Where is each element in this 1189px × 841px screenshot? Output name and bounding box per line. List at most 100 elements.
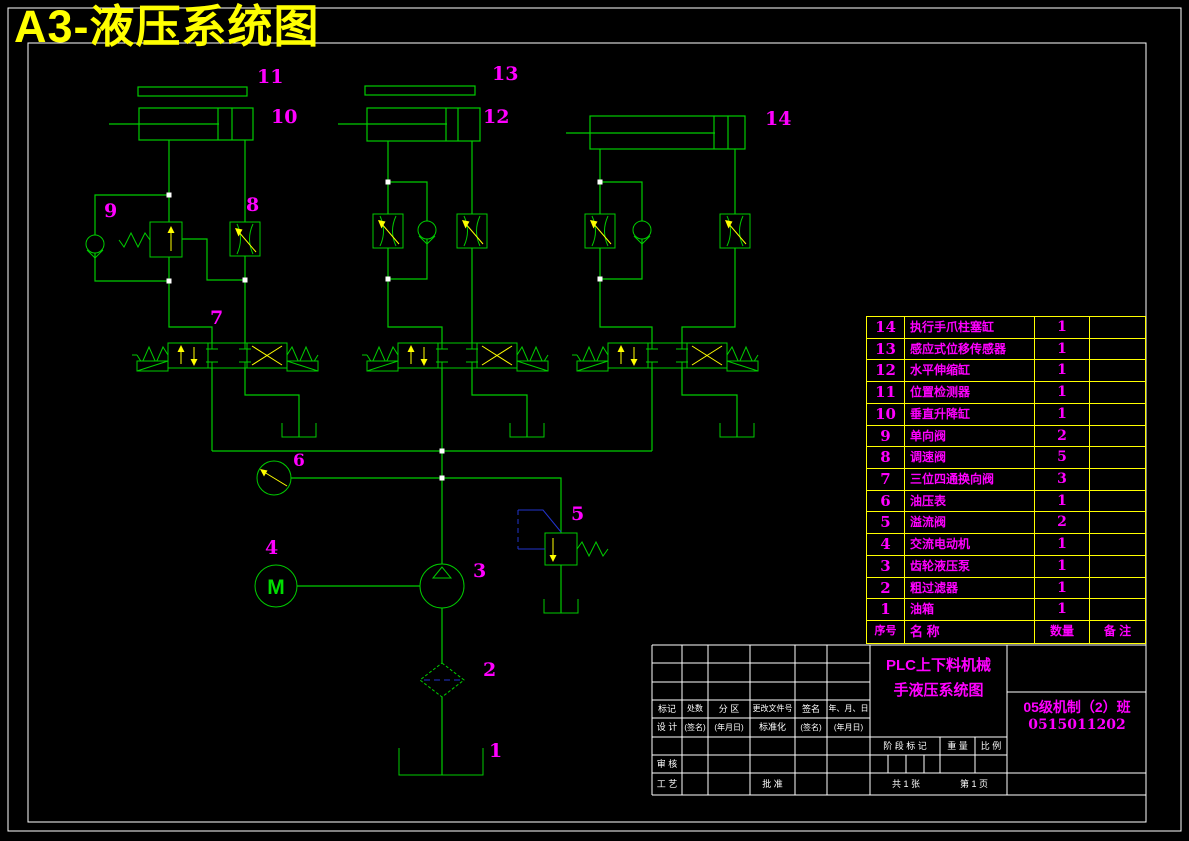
table-cell-remark [1090, 599, 1145, 622]
label-9: 9 [104, 200, 118, 222]
label-7: 7 [210, 307, 224, 329]
table-cell-remark [1090, 469, 1145, 491]
table-cell-no: 7 [867, 469, 905, 491]
position-sensor-13 [364, 85, 476, 96]
table-cell-name: 调速阀 [905, 447, 1035, 470]
titleblock-label-sign2: (签名) [684, 723, 706, 732]
motor-4-icon: M [254, 564, 298, 608]
table-cell-no: 1 [867, 599, 905, 622]
table-cell-qty: 2 [1035, 425, 1090, 448]
table-cell-no: 4 [867, 534, 905, 556]
titleblock-label-craft: 工 艺 [656, 779, 678, 789]
relief-valve-5-icon [517, 509, 609, 566]
cylinder-14 [566, 115, 746, 150]
table-cell-remark [1090, 491, 1145, 513]
valve-port-stubs [206, 343, 688, 368]
table-cell-qty: 3 [1035, 469, 1090, 491]
label-1: 1 [489, 740, 503, 762]
label-13: 13 [492, 63, 519, 85]
titleblock-label-design: 设 计 [656, 722, 678, 732]
label-6: 6 [293, 451, 305, 471]
throttle-valve-icon [372, 213, 404, 249]
titleblock-label-sign3: (签名) [800, 723, 822, 732]
table-cell-name: 齿轮液压泵 [905, 555, 1035, 578]
titleblock-label-stage-mark: 阶 段 标 记 [883, 741, 927, 751]
directional-valve-icon [361, 342, 549, 372]
table-cell-qty: 1 [1035, 360, 1090, 383]
table-cell-remark [1090, 556, 1145, 578]
label-5: 5 [571, 503, 585, 525]
motor-letter: M [267, 576, 285, 599]
directional-valve-icon [571, 342, 759, 372]
table-cell-no: 13 [867, 338, 905, 361]
table-cell-no: 14 [867, 317, 905, 339]
table-cell-no: 3 [867, 555, 905, 578]
cylinder-10 [109, 86, 254, 141]
titleblock-label-sign: 签名 [801, 704, 820, 714]
table-cell-qty: 1 [1035, 317, 1090, 339]
counterbalance-valve [118, 221, 183, 258]
table-cell-name: 溢流阀 [905, 512, 1035, 535]
table-cell-name: 水平伸缩缸 [905, 360, 1035, 383]
drawing-title-line1: PLC上下料机械 [885, 657, 991, 674]
table-cell-qty: 1 [1035, 599, 1090, 622]
table-cell-qty: 1 [1035, 534, 1090, 556]
table-cell-qty: 1 [1035, 577, 1090, 600]
titleblock-sheets-count: 共 1 张 [891, 779, 920, 789]
table-cell-remark [1090, 534, 1145, 556]
cylinder-12 [338, 85, 481, 142]
label-8: 8 [246, 194, 260, 216]
throttle-valve-8-icon [229, 221, 261, 257]
table-cell-no: 12 [867, 360, 905, 383]
table-cell-remark: 备 注 [1103, 624, 1132, 639]
titleblock-label-count: 处数 [687, 704, 703, 713]
table-cell-name: 粗过滤器 [905, 577, 1035, 600]
label-12: 12 [483, 106, 510, 128]
table-cell-no: 11 [867, 382, 905, 404]
pressure-gauge-6-icon [256, 460, 292, 496]
table-cell-name: 感应式位移传感器 [905, 338, 1035, 361]
title-block-grid [651, 644, 1146, 796]
sheet-title: A3-液压系统图 [14, 1, 320, 52]
table-cell-name: 垂直升降缸 [905, 403, 1035, 426]
label-2: 2 [483, 659, 497, 681]
titleblock-label-zone: 分 区 [718, 704, 740, 714]
table-cell-name: 三位四通换向阀 [905, 469, 1035, 491]
label-11: 11 [257, 66, 284, 88]
class-number: 0515011202 [1028, 717, 1126, 733]
label-10: 10 [271, 106, 298, 128]
table-cell-qty: 1 [1035, 555, 1090, 578]
table-cell-remark [1090, 426, 1145, 448]
pump-3-icon [419, 563, 465, 609]
junction-grips [166, 179, 603, 481]
table-cell-qty: 1 [1035, 338, 1090, 361]
titleblock-label-date3: (年月日) [833, 723, 864, 732]
titleblock-label-date: 年、月、日 [828, 704, 869, 713]
table-cell-remark [1090, 512, 1145, 535]
table-cell-name: 位置检测器 [905, 382, 1035, 404]
position-sensor-11 [137, 86, 248, 97]
table-cell-no: 8 [867, 447, 905, 470]
table-cell-no: 序号 [867, 621, 905, 643]
table-cell-name: 油压表 [905, 490, 1035, 513]
directional-valve-7-icon [131, 342, 319, 372]
table-cell-no: 10 [867, 403, 905, 426]
titleblock-page-number: 第 1 页 [959, 779, 988, 789]
titleblock-label-change-doc: 更改文件号 [752, 704, 793, 713]
drawing-title-line2: 手液压系统图 [893, 682, 984, 699]
throttle-valve-icon [719, 213, 751, 249]
table-cell-remark [1090, 447, 1145, 470]
table-cell-qty: 数量 [1035, 621, 1090, 643]
table-cell-no: 6 [867, 490, 905, 513]
titleblock-label-scale: 比 例 [980, 741, 1002, 751]
label-3: 3 [473, 560, 487, 582]
table-cell-qty: 5 [1035, 447, 1090, 470]
